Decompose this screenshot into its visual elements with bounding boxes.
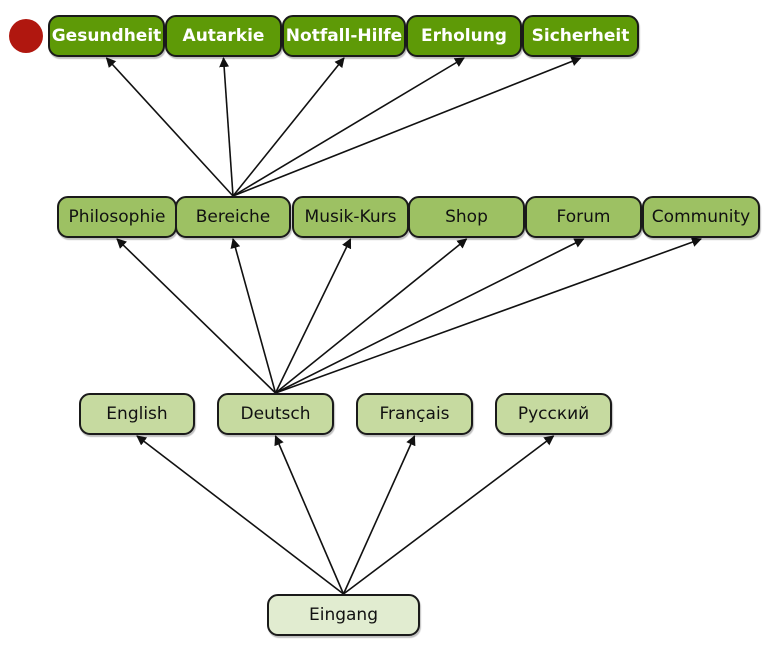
edge-bereiche-to-autarkie [219,57,234,197]
edge-bereiche-to-notfall [232,57,345,197]
node-label: Notfall-Hilfe [285,26,403,46]
node-label: Musik-Kurs [304,207,397,227]
edge-deutsch-to-community [275,237,702,394]
edge-eingang-to-russkij [343,435,555,595]
node-deutsch[interactable]: Deutsch [217,393,334,435]
edge-eingang-to-english [136,435,344,595]
edge-bereiche-to-sicherheit [232,56,582,197]
node-label: Erholung [421,26,507,46]
edge-bereiche-to-gesundheit [105,57,234,197]
edge-deutsch-to-bereiche [230,238,277,394]
node-russkij[interactable]: Русский [495,393,612,435]
node-musik-kurs[interactable]: Musik-Kurs [292,196,409,238]
red-status-dot [9,19,43,53]
node-gesundheit[interactable]: Gesundheit [48,15,165,57]
node-autarkie[interactable]: Autarkie [165,15,282,57]
node-forum[interactable]: Forum [525,196,642,238]
node-label: Sicherheit [531,26,630,46]
node-sicherheit[interactable]: Sicherheit [522,15,639,57]
edge-deutsch-to-forum [275,238,585,394]
edge-deutsch-to-shop [274,238,468,394]
node-label: Eingang [308,605,378,625]
edge-eingang-to-deutsch [274,435,345,595]
edge-eingang-to-francais [342,435,416,595]
node-label: Русский [517,404,590,424]
node-label: Shop [445,207,488,227]
node-label: Autarkie [182,26,265,46]
node-label: Gesundheit [51,26,162,46]
node-label: Forum [556,207,611,227]
node-notfall-hilfe[interactable]: Notfall-Hilfe [282,15,406,57]
node-eingang[interactable]: Eingang [267,594,420,636]
edge-bereiche-to-erholung [232,57,465,197]
node-label: Philosophie [68,207,166,227]
node-philosophie[interactable]: Philosophie [57,196,177,238]
node-label: Deutsch [240,404,311,424]
edge-deutsch-to-musik [274,238,352,394]
node-label: English [106,404,168,424]
edge-deutsch-to-philosophie [116,238,277,394]
node-community[interactable]: Community [642,196,760,238]
node-erholung[interactable]: Erholung [406,15,522,57]
node-label: Français [379,404,450,424]
node-english[interactable]: English [79,393,195,435]
node-label: Community [651,207,751,227]
node-francais[interactable]: Français [356,393,473,435]
node-label: Bereiche [195,207,271,227]
node-shop[interactable]: Shop [408,196,525,238]
node-bereiche[interactable]: Bereiche [175,196,291,238]
